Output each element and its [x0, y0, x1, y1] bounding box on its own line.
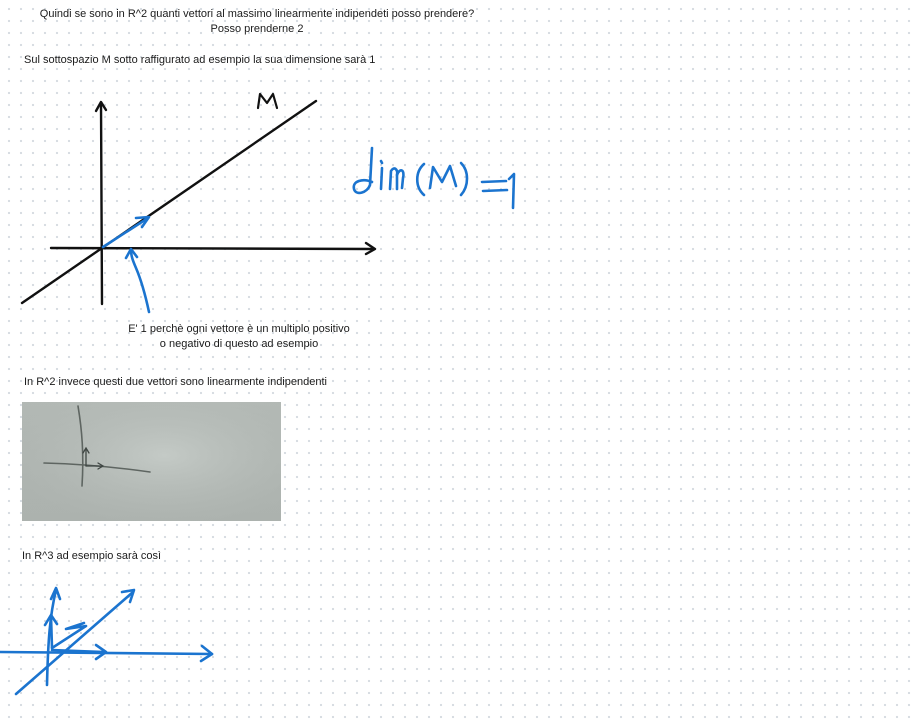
question-line-2: Posso prenderne 2: [210, 23, 304, 35]
horizontal-axis-arrowhead: [364, 241, 377, 256]
r3-vector-right: [50, 648, 106, 654]
vertical-axis-arrowhead: [94, 100, 108, 113]
r3-vector-diagonal: [50, 621, 88, 650]
vector-on-m-arrowhead: [134, 215, 151, 229]
subspace-line-m: [20, 99, 318, 305]
photo-vector-up-head: [82, 446, 90, 454]
question-line-1: Quindi se sono in R^2 quanti vettori al …: [39, 8, 475, 20]
dimension-formula: [352, 146, 516, 210]
r3-vector-up-head: [43, 613, 59, 627]
r2-note: In R^2 invece questi due vettori sono li…: [24, 376, 327, 388]
subspace-label-m: [256, 92, 279, 110]
explanation-text: E' 1 perchè ogni vettore è un multiplo p…: [113, 322, 365, 352]
explanation-line-2: o negativo di questo ad esempio: [159, 338, 319, 350]
pointer-arrow-head: [124, 247, 139, 260]
subspace-diagram: [20, 99, 377, 306]
r2-vectors-photo: [22, 402, 281, 521]
r3-horizontal-arrowhead: [199, 644, 214, 663]
r3-vertical-axis: [45, 588, 58, 687]
blue-example-vector: [101, 215, 151, 314]
pointer-arrow: [129, 248, 151, 314]
r3-diagonal-axis: [14, 590, 135, 696]
r3-vector-up: [49, 614, 54, 650]
photo-content: [22, 402, 281, 521]
explanation-line-1: E' 1 perchè ogni vettore è un multiplo p…: [128, 323, 350, 335]
vertical-axis: [99, 101, 104, 306]
r3-axes-sketch: [0, 586, 214, 696]
vector-on-m: [101, 216, 150, 249]
r3-vector-right-head: [94, 643, 108, 661]
question-text: Quindi se sono in R^2 quanti vettori al …: [10, 7, 504, 37]
r3-note: In R^3 ad esempio sarà così: [22, 550, 162, 562]
r3-diagonal-arrowhead: [120, 588, 136, 604]
photo-vector-right-head: [97, 462, 105, 470]
r3-vertical-arrowhead: [49, 586, 62, 601]
subspace-note: Sul sottospazio M sotto raffigurato ad e…: [24, 54, 376, 66]
photo-vertical-axis: [77, 405, 84, 487]
horizontal-axis: [49, 246, 376, 251]
